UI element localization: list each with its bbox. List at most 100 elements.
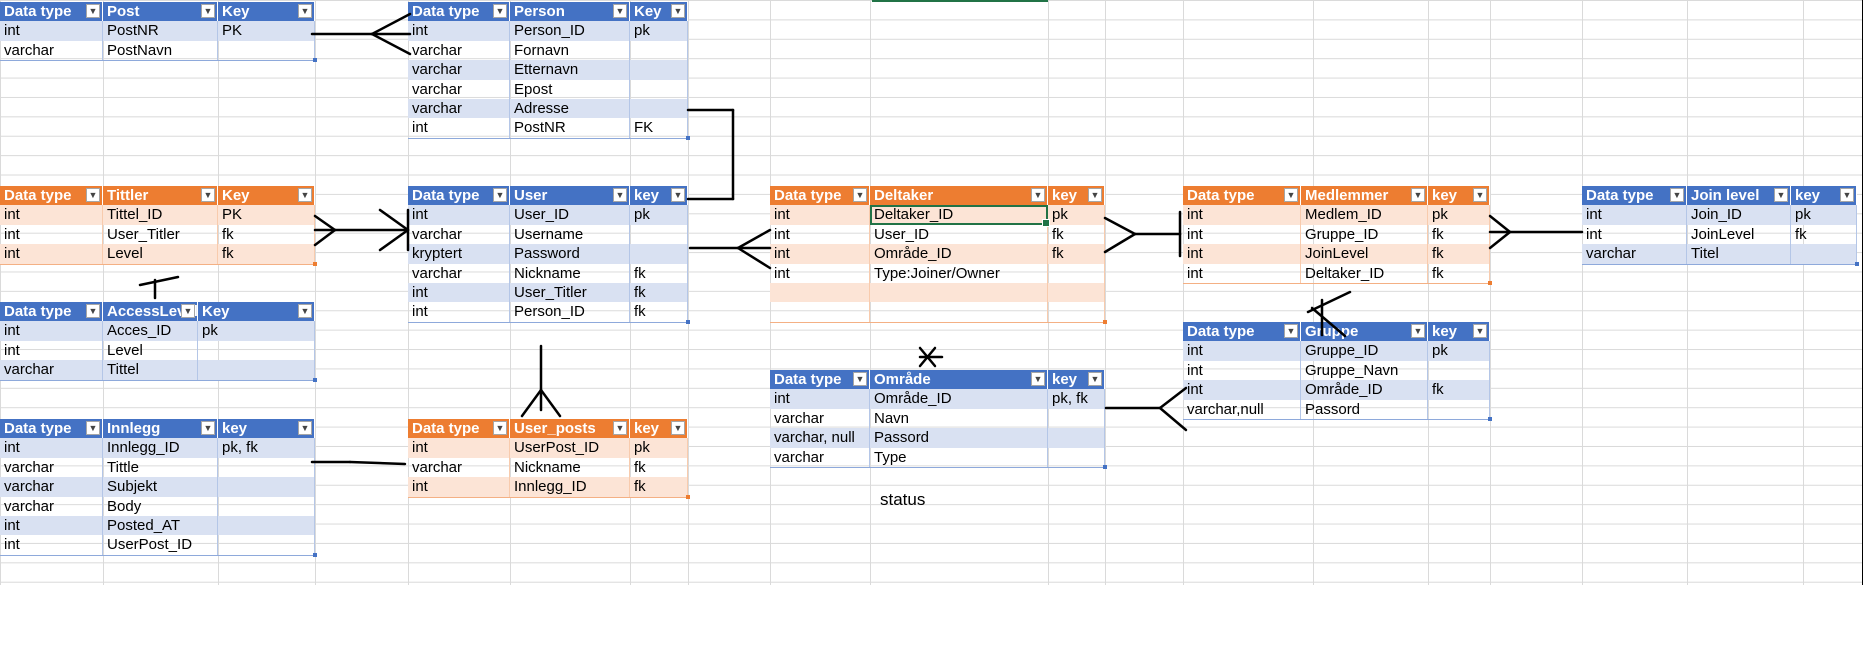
- cell-field-name[interactable]: Titel: [1687, 244, 1791, 264]
- cell-data-type[interactable]: int: [1183, 360, 1301, 381]
- cell-field-name[interactable]: User_Titler: [103, 224, 218, 245]
- header-table-name[interactable]: Post▼: [103, 2, 218, 22]
- filter-dropdown-icon[interactable]: ▼: [1284, 324, 1298, 338]
- header-table-name[interactable]: Tittler▼: [103, 186, 218, 206]
- cell-key[interactable]: fk: [630, 457, 688, 478]
- header-key[interactable]: Key▼: [218, 186, 315, 206]
- cell-key[interactable]: [1048, 447, 1105, 467]
- filter-dropdown-icon[interactable]: ▼: [853, 372, 867, 386]
- cell-key[interactable]: fk: [1048, 244, 1105, 264]
- header-table-name[interactable]: AccessLevel▼: [103, 302, 198, 322]
- cell-field-name[interactable]: Deltaker_ID: [1301, 263, 1428, 283]
- header-data-type[interactable]: Data type▼: [0, 186, 103, 206]
- cell-field-name[interactable]: Passord: [1301, 399, 1428, 419]
- cell-key[interactable]: PK: [218, 21, 315, 41]
- filter-dropdown-icon[interactable]: ▼: [1031, 188, 1045, 202]
- cell-data-type[interactable]: varchar: [408, 79, 510, 99]
- filter-dropdown-icon[interactable]: ▼: [1840, 188, 1854, 202]
- cell-data-type[interactable]: int: [770, 389, 870, 409]
- cell-key[interactable]: fk: [218, 224, 315, 245]
- cell-key[interactable]: fk: [630, 263, 688, 283]
- table-resize-handle[interactable]: [1103, 319, 1107, 324]
- cell-key[interactable]: [218, 457, 315, 478]
- header-table-name[interactable]: Deltaker▼: [870, 186, 1048, 206]
- cell-key[interactable]: pk: [198, 321, 315, 341]
- header-key[interactable]: key▼: [1428, 322, 1490, 342]
- cell-key[interactable]: [1428, 399, 1490, 419]
- table-resize-handle[interactable]: [1488, 417, 1492, 421]
- cell-data-type[interactable]: int: [0, 321, 103, 341]
- cell-data-type[interactable]: int: [1183, 224, 1301, 245]
- cell-key[interactable]: pk, fk: [218, 438, 315, 458]
- header-table-name[interactable]: Innlegg▼: [103, 419, 218, 439]
- cell-key[interactable]: pk: [1791, 205, 1857, 225]
- header-key[interactable]: Key▼: [198, 302, 315, 322]
- cell-field-name[interactable]: Level: [103, 340, 198, 361]
- header-key[interactable]: key▼: [218, 419, 315, 439]
- cell-key[interactable]: fk: [1428, 244, 1490, 264]
- filter-dropdown-icon[interactable]: ▼: [201, 188, 215, 202]
- cell-data-type[interactable]: int: [1183, 341, 1301, 361]
- cell-data-type[interactable]: int: [0, 224, 103, 245]
- cell-data-type[interactable]: int: [770, 205, 870, 225]
- cell-field-name[interactable]: Fornavn: [510, 40, 630, 61]
- cell-data-type[interactable]: int: [0, 516, 103, 536]
- table-resize-handle[interactable]: [313, 552, 317, 557]
- filter-dropdown-icon[interactable]: ▼: [493, 188, 507, 202]
- table-resize-handle[interactable]: [686, 319, 690, 324]
- filter-dropdown-icon[interactable]: ▼: [181, 304, 195, 318]
- cell-data-type[interactable]: varchar: [408, 99, 510, 119]
- header-key[interactable]: key▼: [630, 419, 688, 439]
- filter-dropdown-icon[interactable]: ▼: [1411, 324, 1425, 338]
- filter-dropdown-icon[interactable]: ▼: [86, 421, 100, 435]
- filter-dropdown-icon[interactable]: ▼: [613, 188, 627, 202]
- table-resize-handle[interactable]: [686, 494, 690, 499]
- cell-field-name[interactable]: PostNR: [510, 118, 630, 138]
- cell-key[interactable]: fk: [1048, 224, 1105, 245]
- filter-dropdown-icon[interactable]: ▼: [613, 4, 627, 18]
- cell-key[interactable]: [1048, 408, 1105, 429]
- cell-field-name[interactable]: Område_ID: [870, 244, 1048, 264]
- cell-key[interactable]: [218, 516, 315, 536]
- header-data-type[interactable]: Data type▼: [1183, 186, 1301, 206]
- cell-field-name[interactable]: Innlegg_ID: [510, 477, 630, 497]
- cell-field-name[interactable]: [870, 283, 1048, 303]
- cell-field-name[interactable]: Gruppe_Navn: [1301, 360, 1428, 381]
- cell-field-name[interactable]: UserPost_ID: [103, 535, 218, 555]
- cell-field-name[interactable]: Etternavn: [510, 60, 630, 80]
- table-resize-handle[interactable]: [1103, 465, 1107, 469]
- cell-data-type[interactable]: varchar: [1582, 244, 1687, 264]
- cell-field-name[interactable]: PostNavn: [103, 40, 218, 61]
- header-key[interactable]: key▼: [1428, 186, 1490, 206]
- cell-field-name[interactable]: Innlegg_ID: [103, 438, 218, 458]
- cell-key[interactable]: [630, 79, 688, 99]
- filter-dropdown-icon[interactable]: ▼: [298, 421, 312, 435]
- filter-dropdown-icon[interactable]: ▼: [1774, 188, 1788, 202]
- filter-dropdown-icon[interactable]: ▼: [1411, 188, 1425, 202]
- filter-dropdown-icon[interactable]: ▼: [1284, 188, 1298, 202]
- cell-data-type[interactable]: int: [408, 302, 510, 322]
- cell-field-name[interactable]: Nickname: [510, 457, 630, 478]
- table-resize-handle[interactable]: [313, 377, 317, 382]
- cell-key[interactable]: fk: [1428, 224, 1490, 245]
- cell-field-name[interactable]: Body: [103, 496, 218, 516]
- cell-field-name[interactable]: Password: [510, 244, 630, 264]
- cell-key[interactable]: [218, 40, 315, 61]
- filter-dropdown-icon[interactable]: ▼: [86, 4, 100, 18]
- cell-data-type[interactable]: [770, 283, 870, 303]
- header-data-type[interactable]: Data type▼: [408, 2, 510, 22]
- cell-data-type[interactable]: int: [408, 438, 510, 458]
- cell-field-name[interactable]: JoinLevel: [1301, 244, 1428, 264]
- header-table-name[interactable]: User_posts▼: [510, 419, 630, 439]
- cell-key[interactable]: [1048, 283, 1105, 303]
- table-resize-handle[interactable]: [1488, 281, 1492, 285]
- cell-field-name[interactable]: Gruppe_ID: [1301, 224, 1428, 245]
- cell-key[interactable]: [1048, 428, 1105, 448]
- header-key[interactable]: key▼: [1791, 186, 1857, 206]
- cell-field-name[interactable]: Adresse: [510, 99, 630, 119]
- cell-key[interactable]: pk: [1428, 341, 1490, 361]
